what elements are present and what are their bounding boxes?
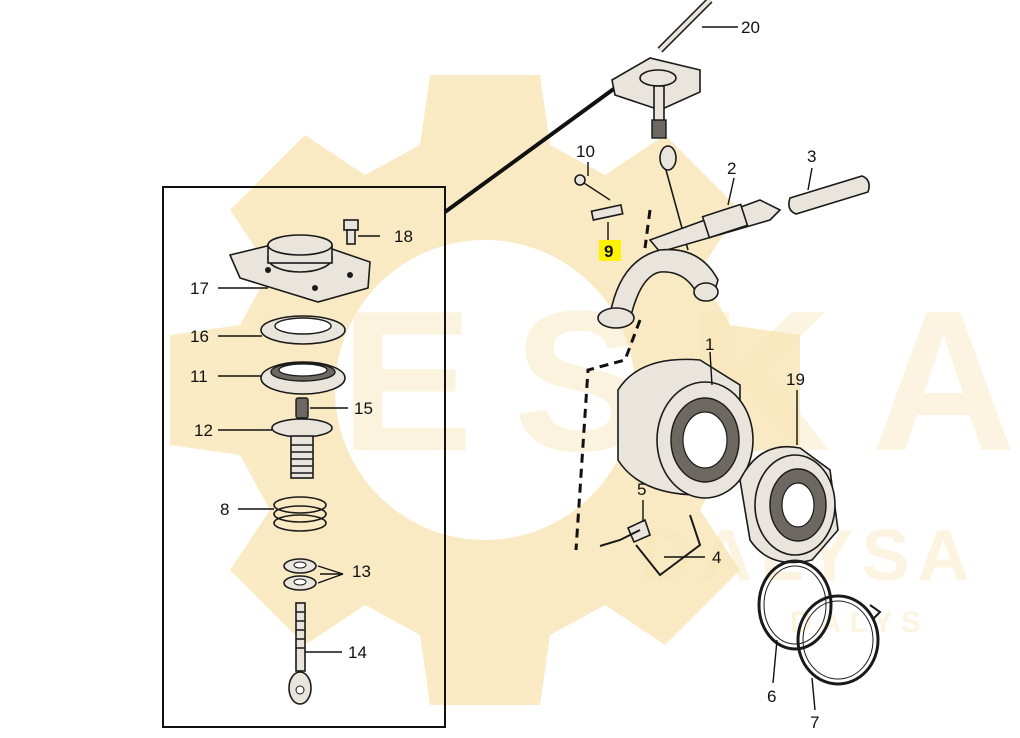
- callout-9: 9: [604, 242, 613, 261]
- part-1-clutch-hub: [617, 358, 754, 499]
- callout-7: 7: [810, 713, 819, 732]
- callout-13: 13: [352, 562, 371, 581]
- part-fork: [597, 248, 719, 329]
- callout-15: 15: [354, 399, 373, 418]
- callout-10: 10: [576, 142, 595, 161]
- part-10-pin: [574, 174, 611, 201]
- main-leader-lines: [587, 26, 816, 711]
- callout-3: 3: [807, 147, 816, 166]
- callout-labels: 20 10 2 3 9 1 19 5 4 6 7 18 17 16 11 15 …: [190, 18, 819, 732]
- part-18-bolt: [343, 219, 359, 245]
- part-housing-plate: [611, 57, 701, 251]
- part-5-4-wire: [599, 514, 702, 577]
- callout-12: 12: [194, 421, 213, 440]
- part-15-screw: [295, 397, 309, 419]
- part-7-circlip: [796, 594, 882, 686]
- callout-4: 4: [712, 548, 721, 567]
- part-20-cable: [657, 0, 713, 53]
- callout-9-highlight: [599, 240, 621, 261]
- part-16-seal: [260, 315, 346, 345]
- part-19-gear: [739, 446, 839, 564]
- callout-17: 17: [190, 279, 209, 298]
- inset-frame: [162, 186, 446, 728]
- callout-14: 14: [348, 643, 367, 662]
- callout-19: 19: [786, 370, 805, 389]
- callout-8: 8: [220, 500, 229, 519]
- part-14-rod: [288, 602, 312, 705]
- part-17-bracket: [228, 234, 371, 303]
- callout-16: 16: [190, 327, 209, 346]
- callout-2: 2: [727, 159, 736, 178]
- callout-1: 1: [705, 335, 714, 354]
- part-6-circlip: [757, 559, 833, 651]
- inset-connector-line: [443, 86, 617, 214]
- part-12-washer-stud: [271, 418, 333, 479]
- inset-leader-lines: [218, 235, 380, 653]
- part-8-spring: [273, 496, 327, 532]
- watermark-gear-icon: [170, 75, 800, 705]
- callout-20: 20: [741, 18, 760, 37]
- part-11-bearing: [260, 361, 346, 395]
- part-13-nuts: [283, 558, 317, 591]
- dashed-guide-line: [574, 209, 652, 551]
- callout-6: 6: [767, 687, 776, 706]
- callout-5: 5: [637, 480, 646, 499]
- callout-11: 11: [190, 367, 208, 386]
- part-3-pin: [788, 175, 870, 215]
- watermark-tagline: DALYS: [790, 606, 929, 639]
- callout-18: 18: [394, 227, 413, 246]
- part-9-pin: [590, 204, 624, 221]
